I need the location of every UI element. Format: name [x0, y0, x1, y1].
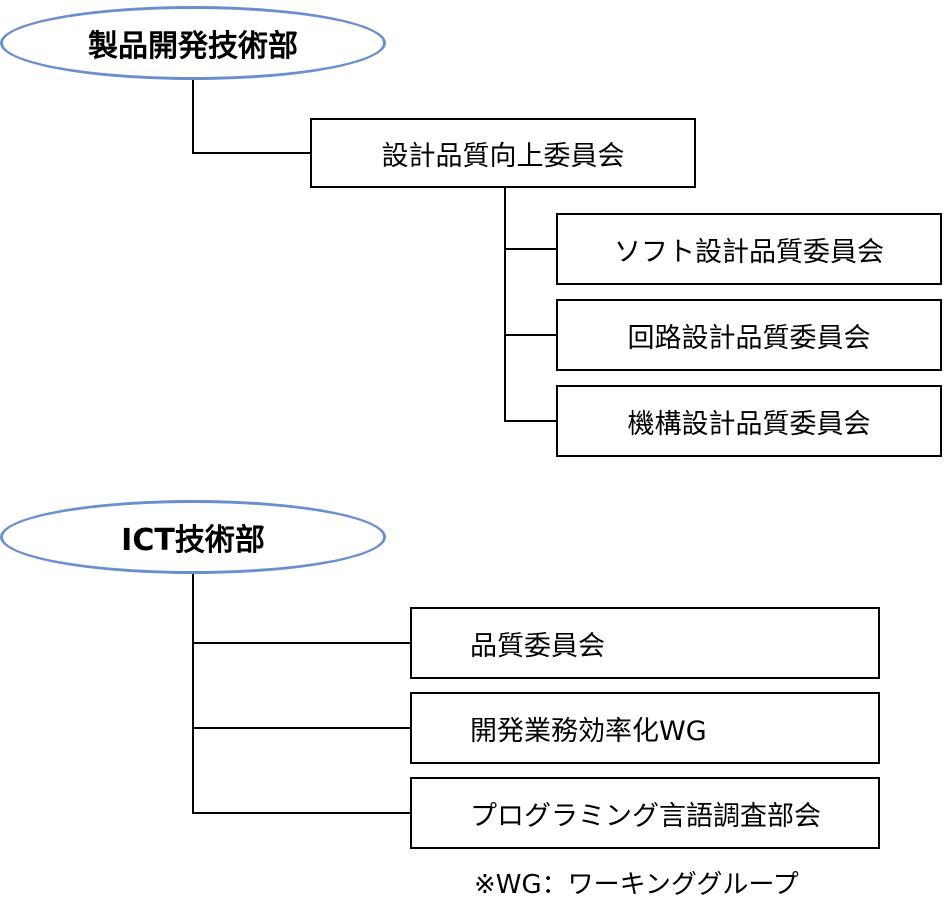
connector-line [192, 812, 412, 814]
connector-line [504, 420, 558, 422]
committee-box-efficiency-wg: 開発業務効率化WG [410, 692, 880, 764]
dept-name-ict: ICT技術部 [121, 523, 265, 558]
connector-line [192, 727, 412, 729]
committee-box-circuit: 回路設計品質委員会 [556, 299, 942, 371]
dept-ellipse-product-dev: 製品開発技術部 [0, 6, 386, 80]
committee-box-mechanism: 機構設計品質委員会 [556, 385, 942, 457]
connector-line [192, 642, 412, 644]
committee-label: 品質委員会 [470, 630, 605, 662]
committee-label: ソフト設計品質委員会 [614, 236, 884, 268]
committee-label: 設計品質向上委員会 [381, 140, 625, 172]
committee-label: 開発業務効率化WG [470, 715, 707, 747]
footnote: ※WG：ワーキンググループ [474, 870, 799, 900]
connector-line [192, 152, 312, 154]
committee-box-quality: 品質委員会 [410, 607, 880, 679]
dept-ellipse-ict: ICT技術部 [0, 500, 386, 574]
connector-line [504, 334, 558, 336]
connector-line [192, 574, 194, 814]
committee-box-software: ソフト設計品質委員会 [556, 213, 942, 285]
committee-label: プログラミング言語調査部会 [470, 800, 821, 832]
committee-box-programming: プログラミング言語調査部会 [410, 777, 880, 849]
committee-label: 回路設計品質委員会 [627, 322, 871, 354]
connector-line [504, 188, 506, 422]
committee-label: 機構設計品質委員会 [627, 408, 871, 440]
connector-line [192, 80, 194, 154]
dept-name-product-dev: 製品開発技術部 [88, 29, 298, 64]
committee-box-design-quality: 設計品質向上委員会 [310, 118, 696, 188]
connector-line [504, 248, 558, 250]
